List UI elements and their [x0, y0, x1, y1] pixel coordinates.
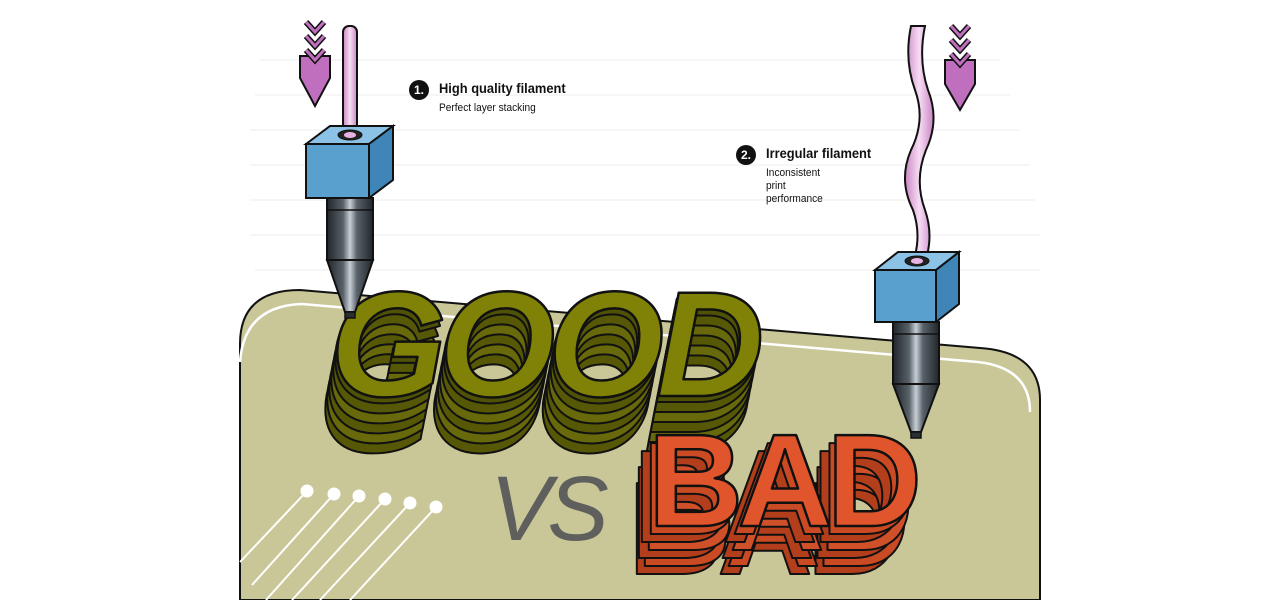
svg-text:BAD: BAD — [628, 455, 897, 600]
good-print: GOOD GOOD GOOD GOOD GOOD GOOD GOOD — [317, 259, 770, 485]
print-bed-rim — [238, 302, 1032, 413]
svg-text:GOOD: GOOD — [324, 286, 755, 454]
svg-text:GOOD: GOOD — [318, 316, 749, 484]
svg-text:BAD: BAD — [642, 415, 911, 562]
hotend-nozzle-icon — [325, 197, 375, 319]
svg-text:BAD: BAD — [630, 439, 899, 586]
callout-subtitle: Inconsistent print performance — [766, 167, 823, 205]
svg-text:GOOD: GOOD — [322, 296, 753, 464]
leader-lines — [239, 484, 443, 600]
bad-word: BAD — [648, 407, 917, 554]
vs-label: VS — [490, 458, 608, 560]
callout-number-badge: 2. — [736, 145, 756, 165]
hotend-nozzle-icon — [891, 321, 941, 439]
bad-print: BAD BAD BAD BAD BAD BAD BAD — [627, 406, 924, 600]
print-bed-surface — [239, 288, 1041, 600]
svg-text:GOOD: GOOD — [320, 306, 751, 474]
callout-number-badge: 1. — [409, 80, 429, 100]
svg-text:BAD: BAD — [633, 423, 902, 570]
extruder-left — [299, 19, 396, 319]
callout-subtitle: Perfect layer stacking — [439, 102, 536, 114]
svg-text:BAD: BAD — [636, 447, 905, 594]
feed-arrow-icon — [299, 55, 331, 109]
callout-title: Irregular filament — [766, 145, 872, 161]
filament-strand-icon — [342, 25, 358, 143]
callout-title: High quality filament — [439, 80, 566, 96]
extruder-right — [872, 23, 976, 439]
svg-text:BAD: BAD — [640, 431, 909, 578]
good-word: GOOD — [330, 260, 761, 428]
filament-strand-icon — [903, 25, 935, 263]
feed-arrow-icon — [944, 59, 976, 113]
background-texture — [250, 59, 1040, 271]
svg-text:GOOD: GOOD — [328, 266, 759, 434]
print-bed — [238, 288, 1041, 600]
svg-text:GOOD: GOOD — [326, 276, 757, 444]
